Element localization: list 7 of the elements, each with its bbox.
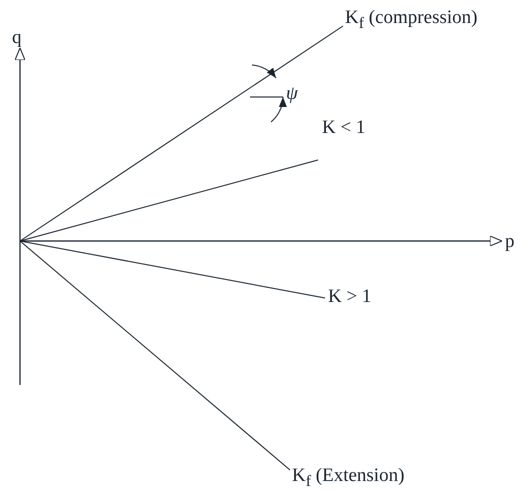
angle-label: ψ (286, 84, 298, 104)
line-label: K$_{f}$ (Extension) (292, 466, 404, 491)
line-label: K < 1 (322, 118, 366, 138)
line-label: K$_{f}$ (compression) (345, 8, 478, 34)
line-label: K > 1 (328, 287, 372, 307)
axis-label: p (505, 232, 514, 252)
axis-label: q (12, 28, 22, 48)
